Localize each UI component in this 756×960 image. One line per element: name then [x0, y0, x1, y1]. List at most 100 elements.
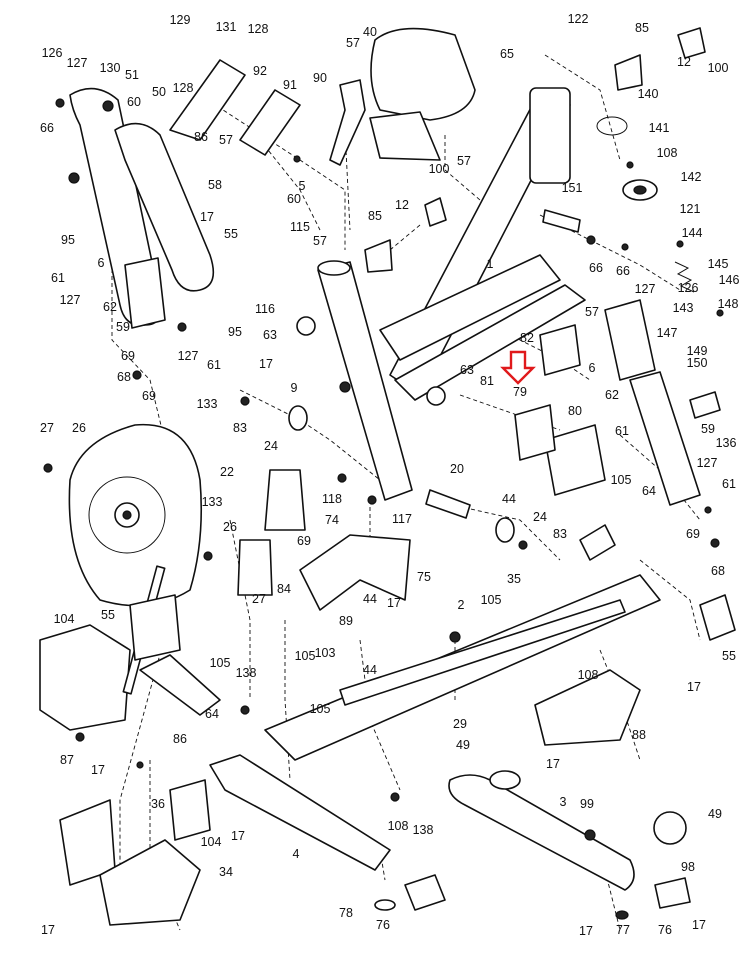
- callout-number: 149: [687, 344, 708, 358]
- callout-number: 66: [40, 121, 54, 135]
- callout-number: 9: [291, 381, 298, 395]
- arm-leg-right: [114, 122, 215, 292]
- callout-number: 55: [224, 227, 238, 241]
- main-frame-brace: [379, 254, 561, 361]
- front-shroud: [299, 534, 411, 611]
- callout-number: 82: [520, 331, 534, 345]
- callout-number: 108: [657, 146, 678, 160]
- side-shield: [39, 624, 131, 731]
- callout-number: 142: [681, 170, 702, 184]
- callout-number: 151: [562, 181, 583, 195]
- callout-number: 83: [233, 421, 247, 435]
- callout-number: 44: [363, 663, 377, 677]
- callout-number: 69: [686, 527, 700, 541]
- callout-number: 98: [681, 860, 695, 874]
- callout-number: 76: [376, 918, 390, 932]
- callout-number: 36: [151, 797, 165, 811]
- callout-number: 69: [142, 389, 156, 403]
- callout-number: 24: [264, 439, 278, 453]
- callout-number: 141: [649, 121, 670, 135]
- callout-number: 130: [100, 61, 121, 75]
- rear-stabilizer: [448, 774, 635, 891]
- callout-number: 51: [125, 68, 139, 82]
- callout-number: 77: [616, 923, 630, 937]
- callout-number: 138: [413, 823, 434, 837]
- callout-number: 133: [197, 397, 218, 411]
- callout-number: 4: [293, 847, 300, 861]
- callout-number: 143: [673, 301, 694, 315]
- callout-number: 12: [395, 198, 409, 212]
- callout-number: 84: [277, 582, 291, 596]
- callout-number: 85: [635, 21, 649, 35]
- callout-number: 26: [72, 421, 86, 435]
- callout-number: 58: [208, 178, 222, 192]
- callout-number: 63: [460, 363, 474, 377]
- callout-number: 17: [231, 829, 245, 843]
- callout-number: 61: [615, 424, 629, 438]
- callout-number: 12: [677, 55, 691, 69]
- callout-number: 64: [205, 707, 219, 721]
- callout-number: 61: [51, 271, 65, 285]
- callout-number: 146: [719, 273, 740, 287]
- callout-number: 105: [611, 473, 632, 487]
- callout-number: 122: [568, 12, 589, 26]
- callout-number: 117: [392, 512, 412, 526]
- down-arrow-icon: [500, 350, 536, 385]
- callout-number: 17: [91, 763, 105, 777]
- callout-number: 17: [546, 757, 560, 771]
- callout-number: 138: [236, 666, 257, 680]
- callout-number: 69: [121, 349, 135, 363]
- callout-number: 60: [127, 95, 141, 109]
- callout-number: 86: [194, 130, 208, 144]
- callout-number: 27: [252, 592, 266, 606]
- callout-number: 78: [339, 906, 353, 920]
- callout-number: 144: [682, 226, 703, 240]
- callout-number: 75: [417, 570, 431, 584]
- callout-number: 63: [263, 328, 277, 342]
- callout-number: 79: [513, 385, 527, 399]
- callout-number: 55: [722, 649, 736, 663]
- callout-number: 68: [117, 370, 131, 384]
- callout-number: 50: [152, 85, 166, 99]
- rear-shroud: [534, 669, 641, 746]
- callout-number: 60: [287, 192, 301, 206]
- front-stabilizer: [209, 754, 391, 871]
- callout-number: 44: [502, 492, 516, 506]
- callout-number: 65: [500, 47, 514, 61]
- callout-number: 104: [54, 612, 75, 626]
- callout-number: 95: [228, 325, 242, 339]
- callout-number: 88: [632, 728, 646, 742]
- callout-number: 74: [325, 513, 339, 527]
- callout-number: 80: [568, 404, 582, 418]
- callout-number: 17: [259, 357, 273, 371]
- callout-number: 26: [223, 520, 237, 534]
- main-frame-lower: [394, 284, 586, 401]
- callout-number: 64: [642, 484, 656, 498]
- callout-number: 49: [708, 807, 722, 821]
- callout-number: 115: [290, 220, 310, 234]
- arm-leg-sleeve: [124, 257, 166, 329]
- callout-number: 69: [297, 534, 311, 548]
- callout-number: 105: [310, 702, 331, 716]
- parts: [39, 27, 736, 926]
- callout-number: 27: [40, 421, 54, 435]
- callout-number: 6: [98, 256, 105, 270]
- callout-number: 5: [299, 179, 306, 193]
- callout-number: 44: [363, 592, 377, 606]
- callout-number: 104: [201, 835, 222, 849]
- callout-number: 17: [387, 596, 401, 610]
- callout-number: 133: [202, 495, 223, 509]
- callout-number: 105: [210, 656, 231, 670]
- callout-number: 147: [657, 326, 678, 340]
- callout-number: 116: [255, 302, 275, 316]
- callout-number: 83: [553, 527, 567, 541]
- callout-number: 57: [585, 305, 599, 319]
- callout-number: 127: [60, 293, 81, 307]
- callout-number: 59: [116, 320, 130, 334]
- callout-number: 2: [458, 598, 465, 612]
- callout-number: 95: [61, 233, 75, 247]
- callout-number: 108: [388, 819, 409, 833]
- callout-number: 86: [173, 732, 187, 746]
